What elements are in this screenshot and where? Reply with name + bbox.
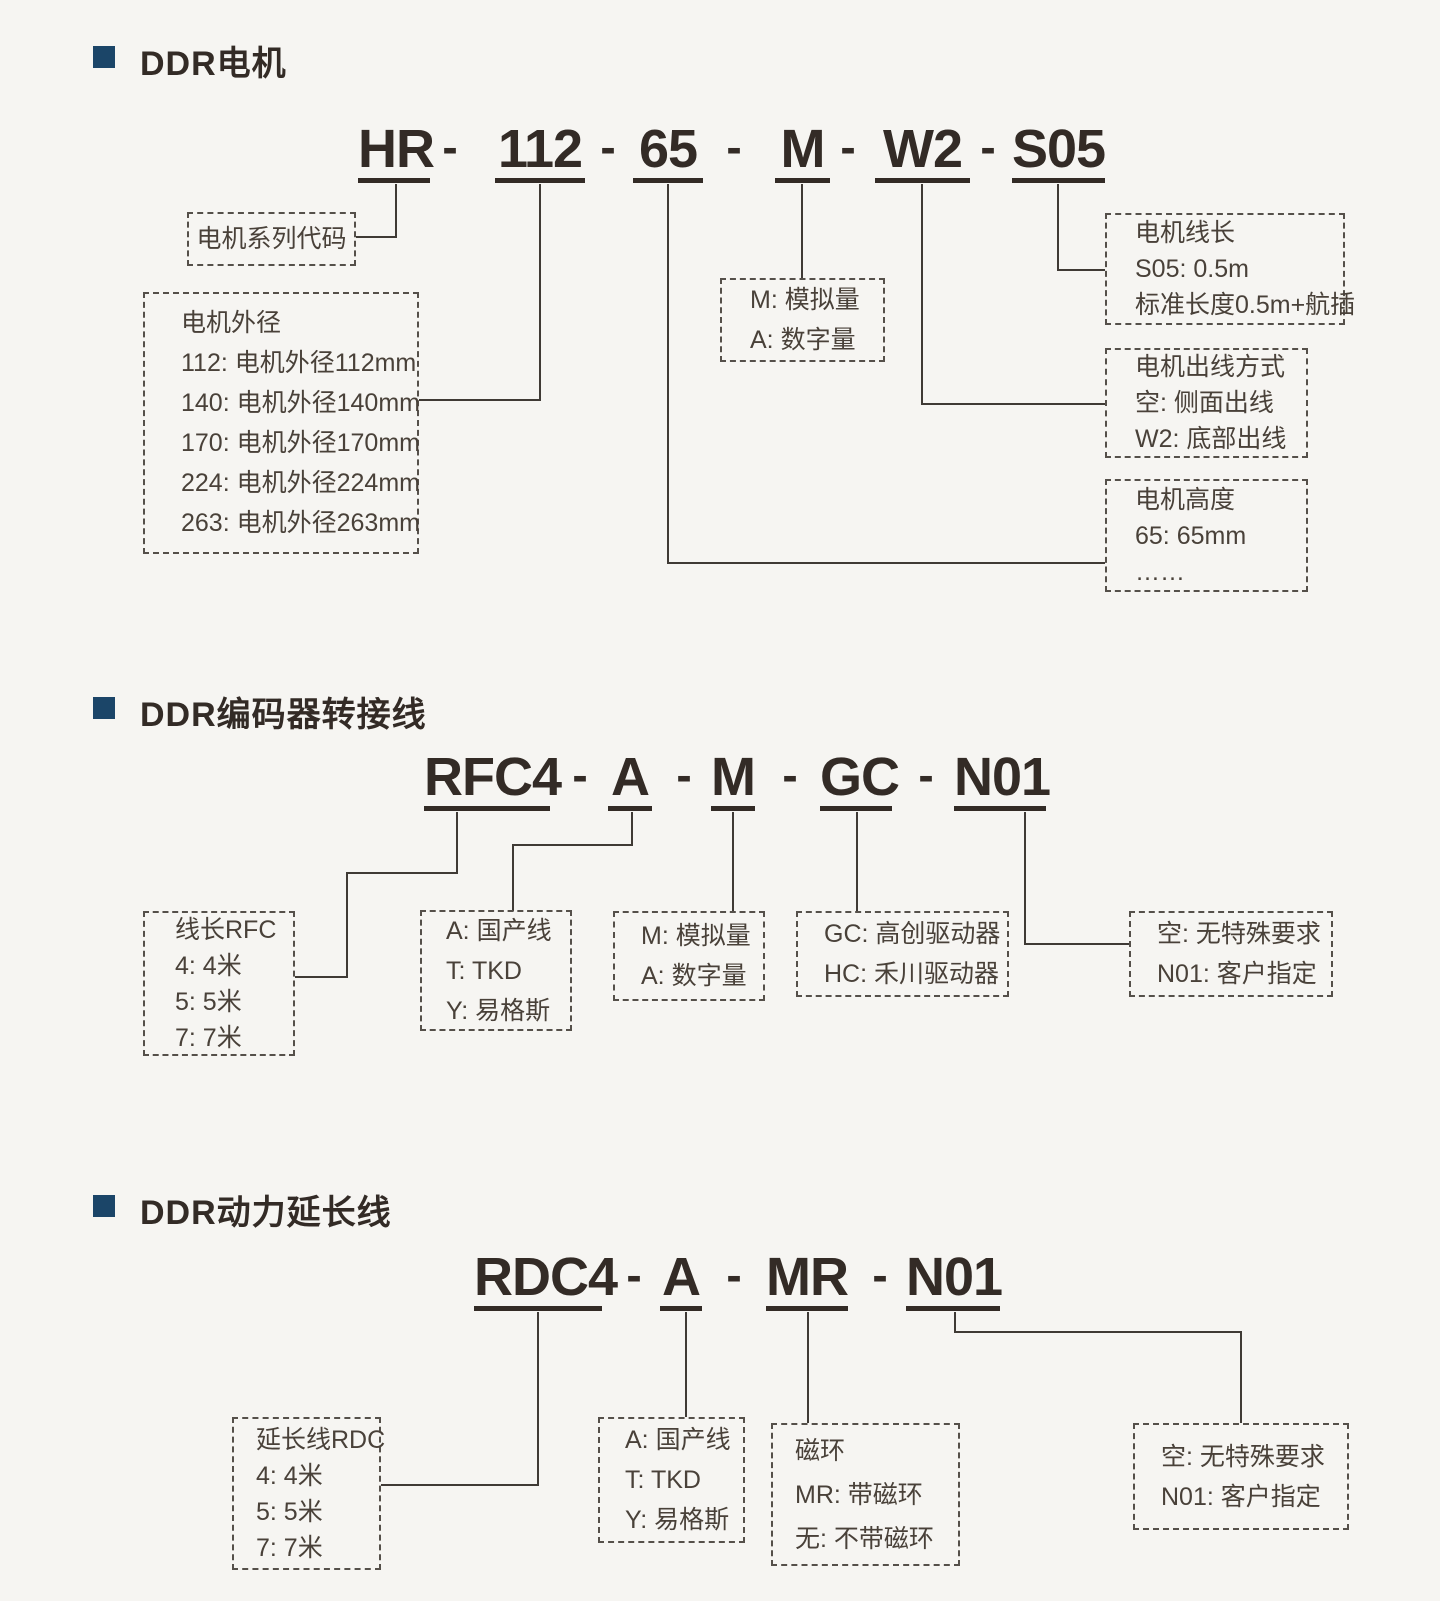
code-segment-rdc4: RDC4 xyxy=(474,1248,618,1311)
code-separator: - xyxy=(726,121,742,173)
callout-title: 磁环 xyxy=(795,1436,846,1465)
code-separator: - xyxy=(782,749,798,801)
code-segment-rfc4: RFC4 xyxy=(424,748,562,811)
callout-line: GC: 高创驱动器 xyxy=(824,920,1001,948)
section-bullet-icon xyxy=(93,1195,115,1217)
code-separator: - xyxy=(676,749,692,801)
callout-cable-length: 电机线长 S05: 0.5m 标准长度0.5m+航插 xyxy=(1105,213,1356,325)
code-segment-112: 112 xyxy=(495,120,585,183)
callout-line: N01: 客户指定 xyxy=(1161,1482,1321,1511)
callout-title: 线长RFC xyxy=(175,915,277,944)
code-separator: - xyxy=(872,1249,888,1301)
callout-line: W2: 底部出线 xyxy=(1135,425,1287,453)
callout-line: A: 国产线 xyxy=(625,1426,731,1454)
code-segment-gc: GC xyxy=(820,748,900,811)
code-separator: - xyxy=(572,749,588,801)
code-segment-n01: N01 xyxy=(906,1248,1003,1311)
callout-wire-brand: A: 国产线 T: TKD Y: 易格斯 xyxy=(420,910,572,1031)
code-separator: - xyxy=(600,121,616,173)
callout-line: T: TKD xyxy=(625,1466,701,1494)
callout-line: 170: 电机外径170mm xyxy=(181,429,420,457)
code-segment-s05: S05 xyxy=(1012,120,1106,183)
code-separator: - xyxy=(840,121,856,173)
callout-title: 电机出线方式 xyxy=(1135,353,1286,381)
code-separator: - xyxy=(626,1249,642,1301)
callout-line: A: 国产线 xyxy=(446,916,552,945)
callout-wire-brand: A: 国产线 T: TKD Y: 易格斯 xyxy=(598,1417,745,1543)
code-segment-n01: N01 xyxy=(954,748,1051,811)
code-separator: - xyxy=(918,749,934,801)
callout-magnet-ring: 磁环 MR: 带磁环 无: 不带磁环 xyxy=(771,1423,960,1566)
callout-line: …… xyxy=(1135,557,1185,586)
code-segment-a: A xyxy=(660,1248,702,1311)
callout-rfc-length: 线长RFC 4: 4米 5: 5米 7: 7米 xyxy=(143,911,295,1056)
code-segment-hr: HR xyxy=(358,120,435,183)
callout-line: 224: 电机外径224mm xyxy=(181,469,420,497)
section-title: DDR编码器转接线 xyxy=(140,696,427,734)
callout-title: 电机外径 xyxy=(181,309,282,337)
callout-title: 电机线长 xyxy=(1135,219,1236,247)
callout-custom-request: 空: 无特殊要求 N01: 客户指定 xyxy=(1129,911,1333,997)
callout-line: M: 模拟量 xyxy=(750,286,860,314)
callout-line: 4: 4米 xyxy=(256,1461,323,1490)
callout-line: 140: 电机外径140mm xyxy=(181,389,420,417)
section-bullet-icon xyxy=(93,46,115,68)
callout-motor-series: 电机系列代码 xyxy=(187,212,356,266)
callout-line: 空: 无特殊要求 xyxy=(1157,920,1321,948)
callout-line: N01: 客户指定 xyxy=(1157,960,1317,988)
callout-line: 无: 不带磁环 xyxy=(795,1524,934,1553)
callout-motor-height: 电机高度 65: 65mm …… xyxy=(1105,479,1308,592)
callout-line: 空: 侧面出线 xyxy=(1135,389,1274,417)
callout-line: 电机系列代码 xyxy=(196,225,347,253)
callout-custom-request: 空: 无特殊要求 N01: 客户指定 xyxy=(1133,1423,1349,1530)
callout-line: 标准长度0.5m+航插 xyxy=(1135,291,1356,319)
code-separator: - xyxy=(442,121,458,173)
callout-signal-type: M: 模拟量 A: 数字量 xyxy=(613,911,765,1001)
callout-line: A: 数字量 xyxy=(750,326,856,354)
callout-rdc-length: 延长线RDC 4: 4米 5: 5米 7: 7米 xyxy=(232,1417,386,1570)
callout-driver-type: GC: 高创驱动器 HC: 禾川驱动器 xyxy=(796,911,1009,997)
callout-line: MR: 带磁环 xyxy=(795,1480,923,1509)
callout-line: M: 模拟量 xyxy=(641,922,751,950)
code-separator: - xyxy=(980,121,996,173)
code-segment-m: M xyxy=(775,120,830,183)
code-segment-a: A xyxy=(608,748,652,811)
callout-line: HC: 禾川驱动器 xyxy=(824,960,1000,988)
callout-title: 延长线RDC xyxy=(256,1425,386,1454)
callout-line: 空: 无特殊要求 xyxy=(1161,1442,1325,1471)
callout-line: 7: 7米 xyxy=(256,1533,323,1562)
callout-line: 263: 电机外径263mm xyxy=(181,509,420,537)
callout-line: 7: 7米 xyxy=(175,1023,242,1052)
callout-line: Y: 易格斯 xyxy=(446,996,551,1025)
callout-line: 5: 5米 xyxy=(175,987,242,1016)
callout-line: A: 数字量 xyxy=(641,962,747,990)
callout-line: Y: 易格斯 xyxy=(625,1506,730,1534)
callout-line: 4: 4米 xyxy=(175,951,242,980)
section-bullet-icon xyxy=(93,697,115,719)
callout-outlet-style: 电机出线方式 空: 侧面出线 W2: 底部出线 xyxy=(1105,348,1308,458)
callout-title: 电机高度 xyxy=(1135,485,1236,514)
callout-line: 65: 65mm xyxy=(1135,521,1247,550)
callout-signal-type: M: 模拟量 A: 数字量 xyxy=(720,278,885,362)
code-segment-w2: W2 xyxy=(875,120,970,183)
code-segment-m: M xyxy=(711,748,756,811)
callout-line: 112: 电机外径112mm xyxy=(181,349,417,377)
callout-line: 5: 5米 xyxy=(256,1497,323,1526)
callout-line: S05: 0.5m xyxy=(1135,255,1249,283)
section-title: DDR动力延长线 xyxy=(140,1194,392,1232)
section-title: DDR电机 xyxy=(140,45,287,83)
code-separator: - xyxy=(726,1249,742,1301)
callout-motor-diameter: 电机外径 112: 电机外径112mm 140: 电机外径140mm 170: … xyxy=(143,292,420,554)
code-segment-mr: MR xyxy=(766,1248,849,1311)
code-segment-65: 65 xyxy=(633,120,703,183)
callout-line: T: TKD xyxy=(446,956,522,985)
